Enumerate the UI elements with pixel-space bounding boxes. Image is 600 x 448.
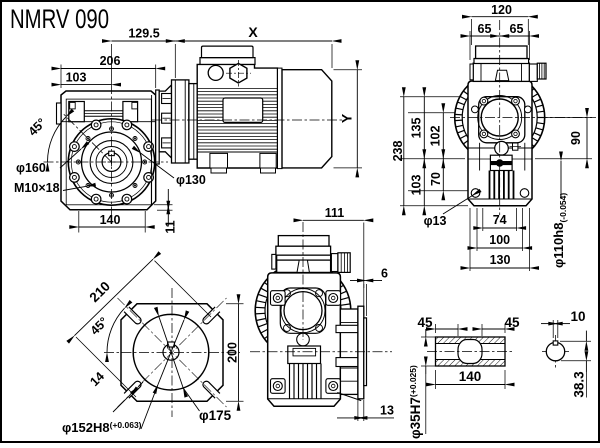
svg-text:120: 120 — [491, 3, 512, 17]
svg-text:103: 103 — [410, 175, 424, 196]
svg-text:38.3: 38.3 — [572, 371, 587, 398]
svg-text:111: 111 — [325, 206, 345, 220]
svg-text:6: 6 — [381, 267, 388, 281]
svg-text:NMRV 090: NMRV 090 — [10, 4, 109, 34]
svg-text:M10×18: M10×18 — [14, 181, 60, 195]
svg-text:45: 45 — [417, 315, 433, 330]
svg-text:65: 65 — [510, 22, 524, 36]
svg-text:90: 90 — [569, 131, 583, 145]
svg-text:102: 102 — [429, 126, 443, 147]
svg-text:140: 140 — [459, 369, 482, 384]
svg-text:238: 238 — [391, 141, 405, 162]
svg-text:130: 130 — [490, 253, 511, 267]
svg-text:129.5: 129.5 — [128, 27, 159, 41]
svg-text:Y: Y — [339, 113, 355, 123]
svg-text:φ13: φ13 — [424, 214, 447, 228]
svg-text:140: 140 — [100, 213, 121, 227]
svg-text:70: 70 — [429, 172, 443, 186]
svg-text:φ175: φ175 — [199, 408, 232, 423]
svg-text:φ130: φ130 — [176, 173, 206, 187]
svg-text:74: 74 — [493, 213, 507, 227]
svg-text:10: 10 — [570, 309, 585, 324]
svg-text:65: 65 — [478, 22, 492, 36]
svg-text:11: 11 — [163, 220, 177, 233]
svg-text:X: X — [248, 24, 258, 40]
svg-text:45: 45 — [504, 315, 520, 330]
svg-text:135: 135 — [410, 118, 424, 139]
svg-text:13: 13 — [380, 404, 394, 418]
svg-text:φ160: φ160 — [16, 161, 46, 175]
svg-text:206: 206 — [100, 54, 121, 68]
svg-text:103: 103 — [66, 71, 87, 85]
svg-text:100: 100 — [489, 233, 510, 247]
